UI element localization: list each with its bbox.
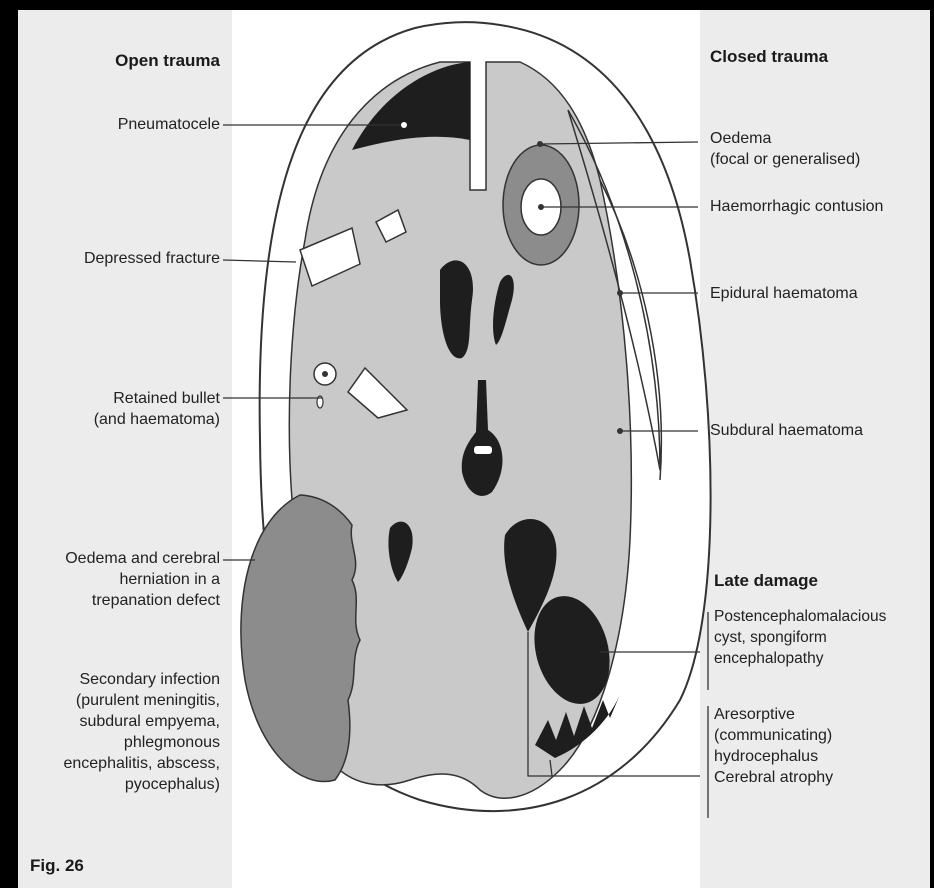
- label-subdural-haematoma: Subdural haematoma: [710, 420, 930, 441]
- label-depressed-fracture: Depressed fracture: [22, 248, 220, 269]
- label-oedema: Oedema (focal or generalised): [710, 128, 930, 170]
- label-epidural-haematoma: Epidural haematoma: [710, 283, 930, 304]
- dot-oedema: [537, 141, 543, 147]
- label-secondary-infection: Secondary infection (purulent meningitis…: [20, 669, 220, 795]
- herniation-bulge: [241, 495, 360, 782]
- closed-trauma-heading: Closed trauma: [710, 46, 920, 67]
- label-hydrocephalus-atrophy: Aresorptive (communicating) hydrocephalu…: [714, 704, 932, 788]
- label-retained-bullet: Retained bullet (and haematoma): [30, 388, 220, 430]
- late-damage-heading: Late damage: [714, 570, 924, 591]
- retained-bullet-core: [322, 371, 328, 377]
- label-herniation: Oedema and cerebral herniation in a trep…: [22, 548, 220, 611]
- figure-caption: Fig. 26: [30, 855, 150, 876]
- dot-subdural: [617, 428, 623, 434]
- third-ventricle-highlight: [474, 446, 492, 454]
- label-haemorrhagic-contusion: Haemorrhagic contusion: [710, 196, 932, 217]
- dot-contusion: [538, 204, 544, 210]
- label-postencephalomalacious-cyst: Postencephalomalacious cyst, spongiform …: [714, 606, 934, 669]
- label-pneumatocele: Pneumatocele: [30, 114, 220, 135]
- open-trauma-heading: Open trauma: [30, 50, 220, 71]
- dot-epidural: [617, 290, 623, 296]
- dot-pneumatocele: [401, 122, 407, 128]
